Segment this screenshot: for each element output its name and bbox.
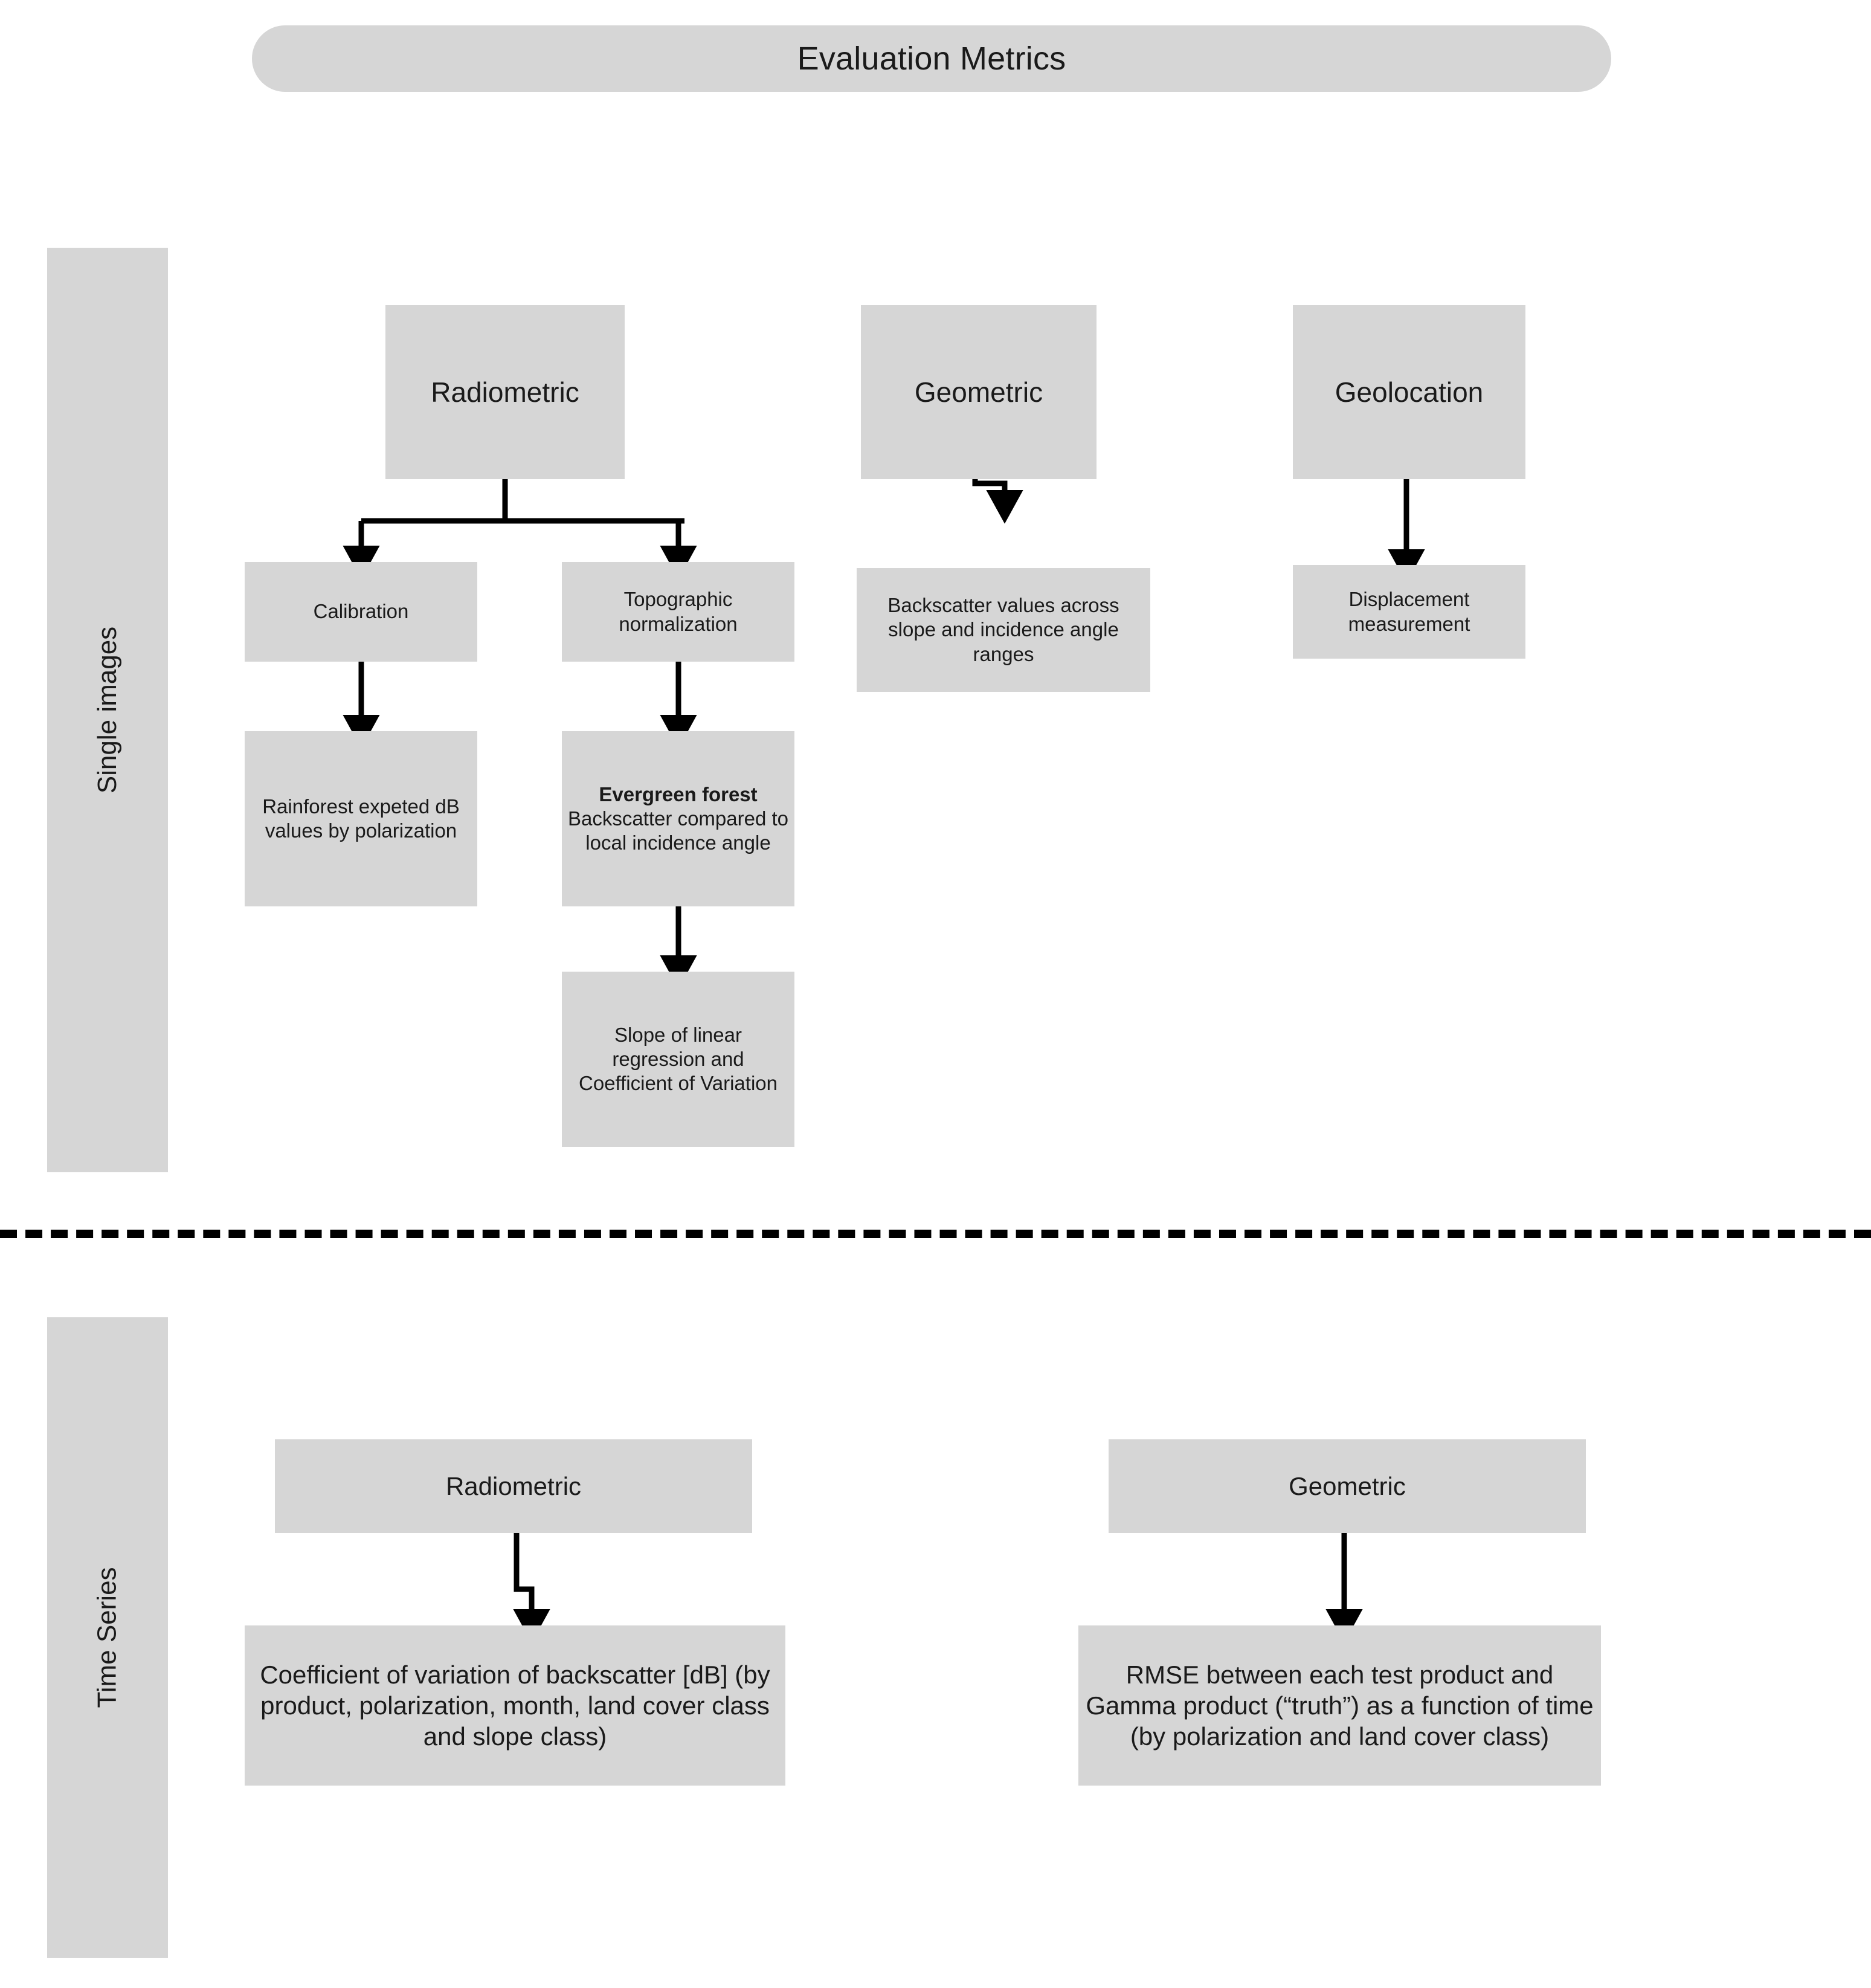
node-label: Topographic normalization [619,588,738,635]
node-label: Geometric [1289,1471,1406,1500]
header-banner: Evaluation Metrics [252,25,1611,92]
node-label: Geometric [914,376,1043,408]
node-label: Slope of linear regression and Coefficie… [579,1023,778,1095]
node-radiometric[interactable]: Radiometric [385,305,625,479]
node-ts-geometric[interactable]: Geometric [1109,1439,1586,1533]
node-label: Coefficient of variation of backscatter … [260,1660,770,1751]
section-label-text: Time Series [92,1567,122,1708]
node-label: Displacement measurement [1348,588,1470,635]
section-divider [0,1230,1871,1238]
node-label: Geolocation [1335,376,1484,408]
node-calibration[interactable]: Calibration [245,562,477,662]
node-ts-coefficient-of-variation[interactable]: Coefficient of variation of backscatter … [245,1625,785,1786]
node-label: Radiometric [431,376,579,408]
page-title: Evaluation Metrics [797,40,1066,77]
connector-ts-radiometric-coeff [513,1533,550,1643]
node-label-bold: Evergreen forest [599,783,758,805]
node-topographic-normalization[interactable]: Topographic normalization [562,562,794,662]
node-label: Backscatter values across slope and inci… [887,594,1119,665]
node-evergreen-forest[interactable]: Evergreen forest Backscatter compared to… [562,731,794,906]
node-ts-rmse[interactable]: RMSE between each test product and Gamma… [1078,1625,1601,1786]
connector-radiometric-branch [343,479,697,579]
node-label: Rainforest expeted dB values by polariza… [262,795,460,842]
node-label: Radiometric [445,1471,582,1500]
node-displacement-measurement[interactable]: Displacement measurement [1293,565,1525,659]
section-label-time-series: Time Series [47,1317,168,1958]
node-backscatter-values[interactable]: Backscatter values across slope and inci… [857,568,1150,692]
node-ts-radiometric[interactable]: Radiometric [275,1439,752,1533]
section-label-single-images: Single images [47,248,168,1172]
node-geometric[interactable]: Geometric [861,305,1097,479]
connector-geometric-backscatter [972,479,1023,524]
node-rainforest[interactable]: Rainforest expeted dB values by polariza… [245,731,477,906]
node-label: Backscatter compared to local incidence … [568,807,788,854]
node-label: Calibration [313,600,409,623]
node-label: RMSE between each test product and Gamma… [1086,1660,1594,1751]
node-geolocation[interactable]: Geolocation [1293,305,1525,479]
node-slope-regression-cv[interactable]: Slope of linear regression and Coefficie… [562,972,794,1147]
section-label-text: Single images [92,626,122,794]
